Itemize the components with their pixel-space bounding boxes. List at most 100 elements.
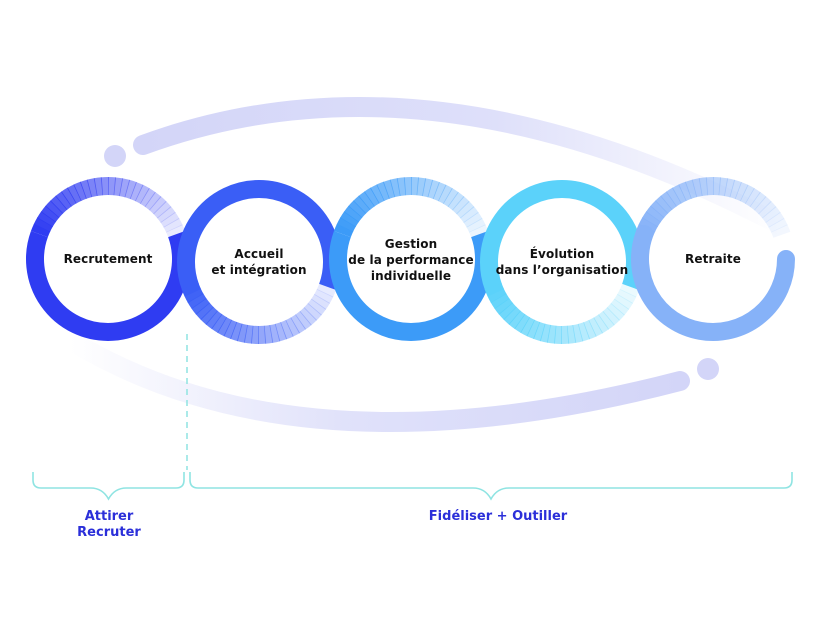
ring-fade-segment: [89, 187, 96, 189]
ring-fade-segment: [520, 321, 526, 325]
ring-fade-segment: [42, 222, 45, 228]
ring-fade-segment: [398, 186, 405, 187]
ring-fade-segment: [127, 188, 134, 190]
ring-fade-segment: [592, 325, 598, 328]
ring-fade-segment: [436, 190, 443, 193]
stage-label-line: de la performance: [348, 252, 473, 268]
ring-fade-segment: [289, 325, 295, 328]
orbit-dot-right: [697, 358, 719, 380]
ring-fade-segment: [574, 333, 581, 335]
ring-solid-arc: [35, 234, 181, 332]
ring-fade-segment: [502, 303, 506, 309]
ring-fade-segment: [310, 309, 315, 314]
ring-fade-segment: [355, 207, 360, 212]
ring-fade-segment: [424, 187, 431, 189]
ring-fade-segment: [586, 328, 593, 331]
ring-fade-segment: [52, 207, 57, 212]
ring-fade-segment: [477, 228, 480, 235]
ring-fade-segment: [671, 195, 677, 199]
ring-fade-segment: [471, 217, 475, 223]
orbit-dot-left: [104, 145, 126, 167]
ring-fade-segment: [496, 292, 499, 298]
ring-fade-segment: [239, 332, 246, 334]
ring-fade-segment: [72, 193, 78, 196]
ring-fade-segment: [160, 207, 165, 212]
ring-fade-segment: [514, 317, 520, 321]
stage-label-line: Gestion: [348, 236, 473, 252]
ring-fade-segment: [448, 196, 454, 200]
ring-fade-segment: [222, 325, 228, 328]
ring-fade-segment: [145, 196, 151, 200]
bracket-attirer: [33, 472, 184, 499]
ring-fade-segment: [351, 211, 355, 217]
ring-fade-segment: [45, 217, 49, 223]
ring-fade-segment: [760, 203, 765, 208]
ring-fade-segment: [650, 217, 654, 223]
stage-label-line: dans l’organisation: [496, 262, 629, 278]
ring-fade-segment: [621, 299, 625, 305]
ring-fade-segment: [322, 293, 325, 299]
ring-fade-segment: [498, 298, 502, 304]
ring-fade-segment: [207, 313, 212, 318]
stage-label-recrutement: Recrutement: [64, 251, 153, 267]
stage-label-line: Recrutement: [64, 251, 153, 267]
ring-fade-segment: [568, 334, 575, 335]
ring-fade-segment: [647, 222, 650, 228]
ring-fade-segment: [271, 333, 278, 335]
phase-label-fideliser: Fidéliser + Outiller: [429, 509, 567, 525]
ring-fade-segment: [666, 199, 672, 203]
ring-fade-segment: [738, 190, 745, 193]
ring-fade-segment: [369, 195, 375, 199]
ring-fade-segment: [227, 328, 234, 331]
ring-fade-segment: [195, 298, 199, 304]
ring-fade-segment: [48, 211, 52, 217]
ring-fade-segment: [510, 313, 515, 318]
ring-fade-segment: [682, 190, 689, 193]
ring-fade-segment: [617, 304, 621, 310]
ring-fade-segment: [506, 308, 511, 313]
ring-fade-segment: [779, 228, 782, 235]
ring-fade-segment: [325, 287, 328, 294]
ring-fade-segment: [190, 286, 193, 293]
ring-fade-segment: [613, 309, 618, 314]
ring-fade-segment: [608, 314, 613, 319]
ring-fade-segment: [139, 193, 145, 196]
stage-label-line: Évolution: [496, 246, 629, 262]
ring-fade-segment: [644, 227, 647, 234]
ring-fade-segment: [295, 322, 301, 326]
ring-fade-segment: [83, 188, 90, 190]
ring-fade-segment: [345, 222, 348, 228]
phase-label-line: Recruter: [77, 525, 141, 541]
ring-fade-segment: [318, 299, 322, 305]
ring-fade-segment: [77, 190, 84, 193]
ring-fade-segment: [305, 314, 310, 319]
ring-fade-segment: [677, 193, 683, 196]
ring-fade-segment: [277, 331, 284, 333]
ring-fade-segment: [628, 287, 631, 294]
stage-label-gestion: Gestion de la performance individuelle: [348, 236, 473, 284]
ring-fade-segment: [744, 193, 750, 196]
ring-fade-segment: [199, 303, 203, 309]
ring-fade-segment: [463, 207, 468, 212]
ring-fade-segment: [283, 328, 290, 331]
ring-fade-segment: [66, 195, 72, 199]
ring-fade-segment: [458, 203, 463, 208]
ring-fade-segment: [530, 328, 537, 331]
ring-fade-segment: [193, 292, 196, 298]
ring-fade-segment: [732, 188, 739, 190]
ring-fade-segment: [375, 193, 381, 196]
ring-fade-segment: [121, 187, 128, 189]
ring-fade-segment: [417, 186, 424, 187]
ring-fade-segment: [755, 199, 761, 203]
phase-label-line: Attirer: [77, 509, 141, 525]
ring-fade-segment: [95, 186, 102, 187]
ring-fade-segment: [203, 308, 208, 313]
ring-fade-segment: [265, 334, 272, 335]
ring-fade-segment: [114, 186, 121, 187]
ring-fade-segment: [653, 211, 657, 217]
ring-fade-segment: [525, 325, 531, 328]
ring-fade-segment: [380, 190, 387, 193]
ring-fade-segment: [493, 286, 496, 293]
